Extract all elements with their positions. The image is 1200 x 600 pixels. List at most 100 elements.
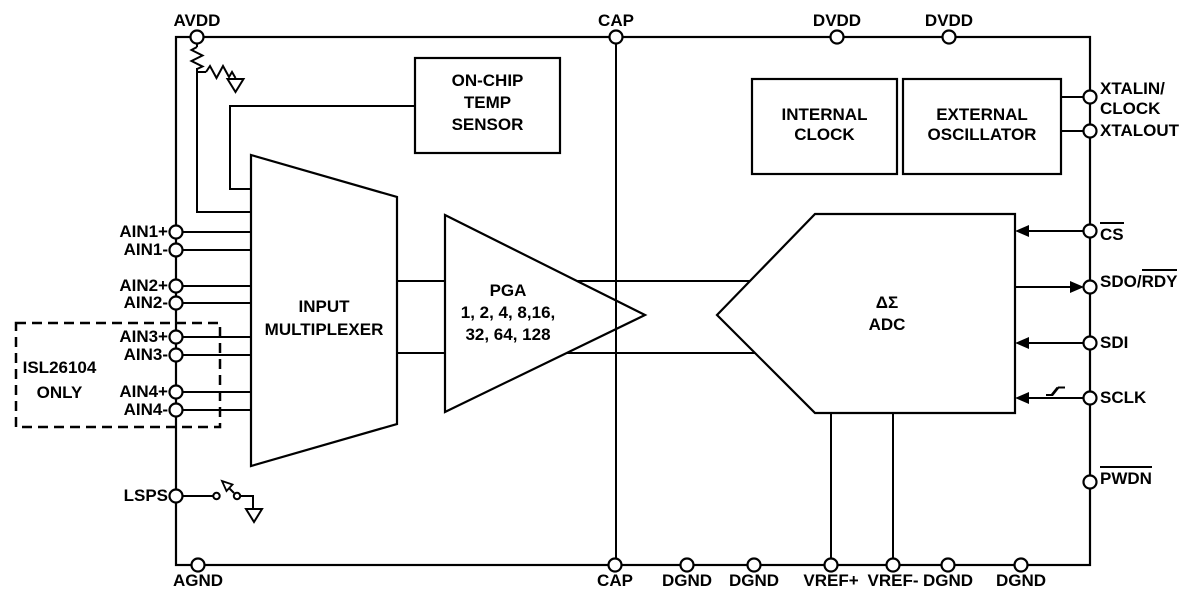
pin-dgnd-2 xyxy=(746,557,762,573)
pin-label-cap-top: CAP xyxy=(598,11,634,30)
pin-ain3-plus xyxy=(168,329,184,345)
pin-cap-top xyxy=(608,29,624,45)
pga-line2: 1, 2, 4, 8,16, xyxy=(460,303,556,322)
arrowhead-sclk xyxy=(1015,392,1029,404)
arrowhead-cs xyxy=(1015,225,1029,237)
pin-label-ain1-plus: AIN1+ xyxy=(119,222,168,241)
external-oscillator-box xyxy=(901,77,1063,176)
pin-dgnd-4 xyxy=(1013,557,1029,573)
pin-xtalin-clock xyxy=(1082,89,1098,105)
pin-ain1-plus xyxy=(168,224,184,240)
pin-label-pwdn: PWDN xyxy=(1100,466,1152,487)
pin-ain4-plus xyxy=(168,384,184,400)
pin-label-ain4-minus: AIN4- xyxy=(123,400,168,419)
pin-label-sdi: SDI xyxy=(1100,333,1129,352)
adc-label: ΔΣ ADC xyxy=(837,292,937,336)
internal-clock-line1: INTERNAL xyxy=(781,105,868,124)
input-multiplexer-shape xyxy=(249,153,399,468)
pin-label-ain3-plus: AIN3+ xyxy=(119,327,168,346)
pin-ain4-minus xyxy=(168,402,184,418)
pin-label-ain1-minus: AIN1- xyxy=(123,240,168,259)
pin-ain2-plus xyxy=(168,278,184,294)
pin-label-dgnd-4: DGND xyxy=(995,571,1047,590)
external-oscillator-line2: OSCILLATOR xyxy=(927,125,1037,144)
pin-ain2-minus xyxy=(168,295,184,311)
temp-sensor-line3: SENSOR xyxy=(451,115,524,134)
pin-label-vref-minus: VREF- xyxy=(867,571,919,590)
pwdn-overlined-text: PWDN xyxy=(1100,466,1152,487)
pin-label-ain2-minus: AIN2- xyxy=(123,293,168,312)
pin-vref-minus xyxy=(885,557,901,573)
sdo-prefix-text: SDO/ xyxy=(1100,272,1142,291)
input-multiplexer-line2: MULTIPLEXER xyxy=(264,320,384,339)
internal-clock-box xyxy=(750,77,899,176)
pga-label: PGA 1, 2, 4, 8,16, 32, 64, 128 xyxy=(445,280,571,346)
rdy-overlined-text: RDY xyxy=(1141,269,1178,290)
pin-pwdn xyxy=(1082,474,1098,490)
isl26104-dashed-box xyxy=(14,321,222,429)
pin-xtalout xyxy=(1082,123,1098,139)
pin-label-cap-bottom: CAP xyxy=(597,571,633,590)
pin-label-ain4-plus: AIN4+ xyxy=(119,382,168,401)
temp-sensor-line1: ON-CHIP xyxy=(451,71,524,90)
pin-ain3-minus xyxy=(168,347,184,363)
pin-label-ain2-plus: AIN2+ xyxy=(119,276,168,295)
pin-avdd xyxy=(189,29,205,45)
pin-vref-plus xyxy=(823,557,839,573)
pin-cap-bottom xyxy=(607,557,623,573)
resistor-icon-horizontal xyxy=(205,63,237,81)
pin-label-dgnd-2: DGND xyxy=(728,571,780,590)
temp-sensor-line2: TEMP xyxy=(463,93,512,112)
pin-dgnd-3 xyxy=(940,557,956,573)
adc-line2: ADC xyxy=(868,315,906,334)
adc-line1: ΔΣ xyxy=(875,293,899,312)
external-oscillator-label: EXTERNAL OSCILLATOR xyxy=(903,105,1061,145)
switch-contact-2 xyxy=(232,491,242,501)
arrowhead-sdi xyxy=(1015,337,1029,349)
pin-label-dvdd-1: DVDD xyxy=(812,11,862,30)
pin-circles xyxy=(168,29,1098,573)
cs-overlined-text: CS xyxy=(1100,222,1124,243)
pin-label-sdo-rdy: SDO/RDY xyxy=(1100,269,1178,291)
pin-label-avdd: AVDD xyxy=(173,11,221,30)
pin-lsps xyxy=(168,488,184,504)
pin-label-xtalin-clock: CLOCK xyxy=(1100,99,1161,118)
wires xyxy=(182,43,1083,558)
pin-ain1-minus xyxy=(168,242,184,258)
pga-line3: 32, 64, 128 xyxy=(465,325,551,344)
pin-label-lsps: LSPS xyxy=(123,486,168,505)
input-multiplexer-label: INPUT MULTIPLEXER xyxy=(254,295,394,341)
isl26104-only-annotation: ISL26104 ONLY xyxy=(9,355,110,405)
external-oscillator-line1: EXTERNAL xyxy=(936,105,1028,124)
arrowhead-sdo-rdy xyxy=(1070,281,1084,293)
pin-label-dvdd-2: DVDD xyxy=(924,11,974,30)
pin-dvdd-1 xyxy=(829,29,845,45)
pin-cs xyxy=(1082,223,1098,239)
pin-label-ain3-minus: AIN3- xyxy=(123,345,168,364)
input-multiplexer-line1: INPUT xyxy=(298,297,350,316)
pin-label-agnd: AGND xyxy=(172,571,224,590)
pin-label-cs: CS xyxy=(1100,222,1124,243)
pga-line1: PGA xyxy=(489,281,527,300)
pin-sdi xyxy=(1082,335,1098,351)
temp-sensor-label: ON-CHIP TEMP SENSOR xyxy=(415,70,560,136)
pin-label-vref-plus: VREF+ xyxy=(803,571,859,590)
temp-sensor-box xyxy=(413,56,562,155)
annotation-line1: ISL26104 xyxy=(22,358,97,377)
annotation-line2: ONLY xyxy=(36,383,83,402)
ground-icon-lsps xyxy=(244,508,264,524)
internal-clock-label: INTERNAL CLOCK xyxy=(752,105,897,145)
pin-sclk xyxy=(1082,390,1098,406)
adc-shape xyxy=(715,212,1017,415)
pin-dvdd-2 xyxy=(941,29,957,45)
pga-shape xyxy=(443,213,648,414)
pin-sdo-rdy xyxy=(1082,279,1098,295)
pin-dgnd-1 xyxy=(679,557,695,573)
schmitt-trigger-icon xyxy=(1046,386,1065,396)
internal-clock-line2: CLOCK xyxy=(794,125,855,144)
pin-agnd xyxy=(190,557,206,573)
ground-icon-avdd xyxy=(225,78,246,94)
pin-label-dgnd-3: DGND xyxy=(922,571,974,590)
